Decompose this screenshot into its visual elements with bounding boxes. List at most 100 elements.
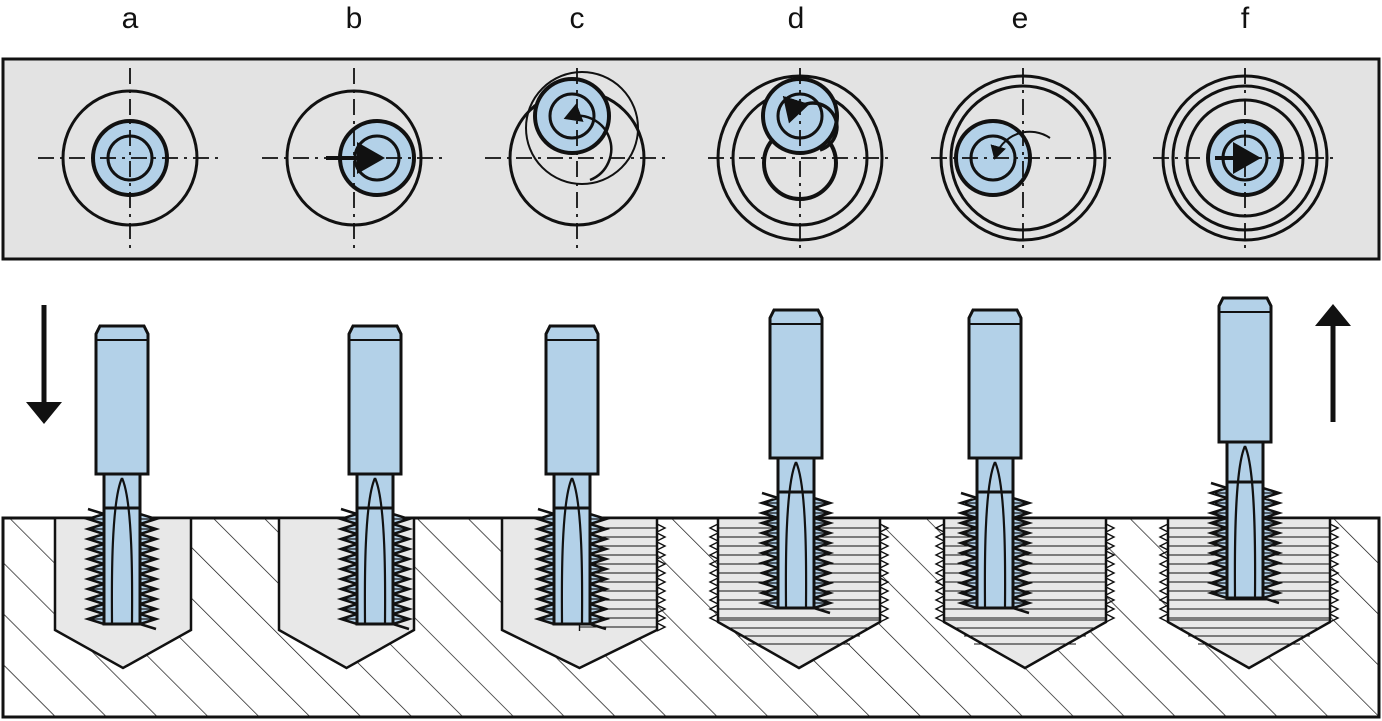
step-label-c: c [570,2,585,35]
thread-groove-right [656,568,667,578]
rotation-arrow-icon [990,130,1051,160]
thread-groove-right [1105,523,1116,533]
step-label-e: e [1012,2,1029,35]
thread-groove-right [656,523,667,533]
thread-groove-left [934,586,945,596]
thread-groove-right [879,559,890,569]
thread-groove-right [656,604,667,614]
top-view-e [931,68,1115,248]
tool-flute [983,461,1007,609]
tool-flute [784,461,808,609]
thread-groove-left [1158,586,1169,596]
tool-shank [94,324,150,476]
tool-body [975,490,1015,610]
thread-groove-right [656,541,667,551]
thread-groove-left [708,568,719,578]
thread-groove-left [1158,559,1169,569]
thread-groove-left [708,523,719,533]
thread-groove-right [879,613,890,623]
thread-groove-right [1105,586,1116,596]
thread-groove-left [1158,577,1169,587]
arrow-down-icon [26,305,62,424]
thread-groove-right [656,586,667,596]
thread-groove-right [879,577,890,587]
thread-groove-left [1158,532,1169,542]
thread-groove-right [1105,559,1116,569]
tool-body [776,490,816,610]
thread-groove-left [1158,541,1169,551]
thread-mill-c [533,324,611,631]
thread-groove-left [708,595,719,605]
top-view-f [1153,68,1337,248]
thread-groove-right [1329,604,1340,614]
thread-groove-right [1105,550,1116,560]
thread-mill-e [956,308,1034,615]
thread-groove-left [934,550,945,560]
thread-groove-left [934,568,945,578]
thread-groove-right [1329,523,1340,533]
tool-body [355,506,395,626]
step-label-d: d [788,2,805,35]
thread-groove-left [708,577,719,587]
thread-mill-a [83,324,161,631]
tool-flute [1233,445,1257,599]
rotation-arrow-icon [782,95,839,152]
thread-groove-right [1105,532,1116,542]
thread-groove-right [1105,613,1116,623]
thread-groove-right [1105,577,1116,587]
thread-groove-right [1329,550,1340,560]
thread-groove-left [708,541,719,551]
thread-groove-left [708,532,719,542]
tool-shank [967,308,1023,460]
tool-shank [347,324,403,476]
thread-groove-left [934,604,945,614]
thread-groove-right [879,550,890,560]
tool-flute [110,477,134,625]
thread-groove-right [879,604,890,614]
step-label-b: b [346,2,363,35]
top-view-b [262,68,446,248]
top-view-d [708,68,892,248]
thread-mill-b [336,324,414,631]
thread-mill-tools [83,296,1284,631]
thread-groove-right [1105,541,1116,551]
thread-groove-right [1105,604,1116,614]
thread-groove-right [656,595,667,605]
top-views [38,68,1337,248]
step-labels: a b c d e f [122,2,1250,35]
thread-groove-right [656,532,667,542]
thread-groove-right [879,586,890,596]
thread-groove-right [879,541,890,551]
tool-body [1225,480,1265,600]
thread-groove-left [708,604,719,614]
thread-mill-f [1206,296,1284,605]
thread-groove-left [708,586,719,596]
thread-groove-right [879,595,890,605]
tool-neck [1225,440,1265,490]
thread-groove-right [1329,577,1340,587]
rotation-arrow-icon [563,103,613,182]
thread-groove-right [1329,532,1340,542]
thread-groove-left [1158,550,1169,560]
arrow-up-icon [1315,304,1351,422]
step-label-a: a [122,2,139,35]
thread-groove-left [934,577,945,587]
top-view-a [38,68,222,248]
thread-groove-right [1329,541,1340,551]
thread-groove-left [1158,523,1169,533]
thread-groove-left [708,559,719,569]
thread-groove-left [1158,568,1169,578]
tool-flute [363,477,387,625]
thread-groove-right [879,532,890,542]
thread-groove-left [934,559,945,569]
thread-mill-d [757,308,835,615]
thread-groove-left [1158,613,1169,623]
top-view-c [485,68,669,248]
thread-groove-right [1329,568,1340,578]
thread-groove-left [1158,604,1169,614]
thread-groove-left [934,613,945,623]
thread-groove-left [708,550,719,560]
workpiece-hatching [4,519,1378,716]
thread-groove-left [934,595,945,605]
